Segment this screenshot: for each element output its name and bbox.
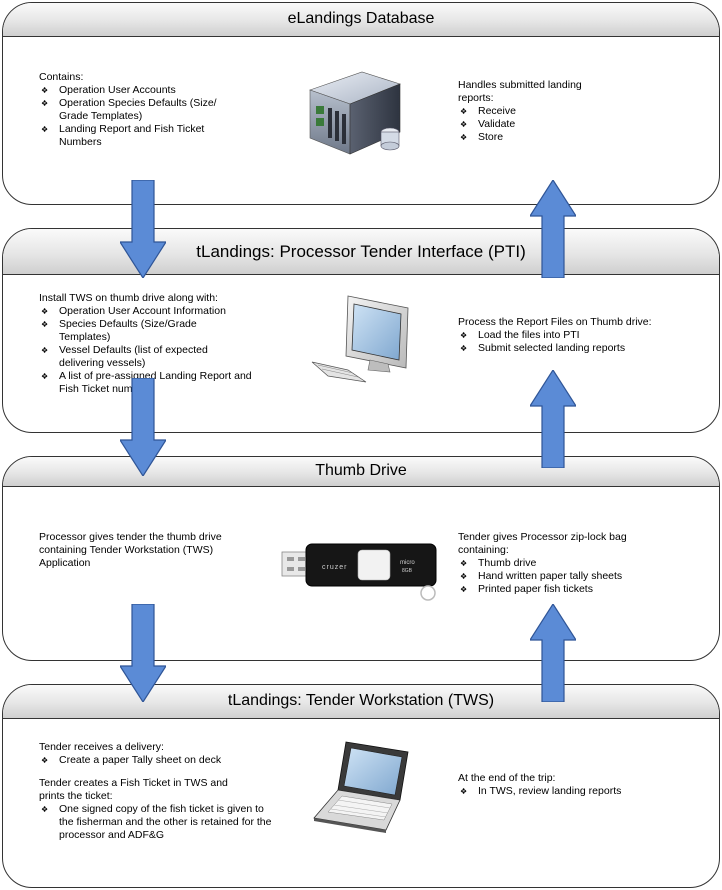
panel-left-text: Processor gives tender the thumb drive c…	[39, 531, 249, 570]
list-intro: Install TWS on thumb drive along with:	[39, 292, 218, 304]
list-item: Receive	[458, 105, 618, 118]
list-item: Vessel Defaults (list of expected delive…	[39, 344, 239, 370]
list-item: Validate	[458, 118, 618, 131]
arrow-up-icon	[530, 370, 576, 468]
bullet-list: Thumb drive Hand written paper tally she…	[458, 557, 658, 596]
desktop-computer-icon	[311, 295, 409, 383]
drive-capacity-label: 8GB	[402, 568, 413, 574]
list-intro: Handles submitted landing reports:	[458, 79, 582, 104]
list-item: Submit selected landing reports	[458, 342, 698, 355]
arrow-down-icon	[120, 604, 166, 702]
arrow-down-icon	[120, 180, 166, 278]
list-item: Store	[458, 131, 618, 144]
list-item: A list of pre-assigned Landing Report an…	[39, 370, 264, 396]
list-item: Hand written paper tally sheets	[458, 570, 658, 583]
panel-left-text: Contains: Operation User Accounts Operat…	[39, 71, 239, 149]
list-intro: Tender receives a delivery:	[39, 741, 164, 753]
bullet-list: Create a paper Tally sheet on deck	[39, 754, 274, 767]
list-item: Load the files into PTI	[458, 329, 698, 342]
panel-title: eLandings Database	[3, 3, 719, 37]
list-item: Printed paper fish tickets	[458, 583, 658, 596]
panel-left-text: Install TWS on thumb drive along with: O…	[39, 292, 279, 396]
arrow-down-icon	[120, 378, 166, 476]
drive-model-label: micro	[400, 560, 415, 566]
panel-title: tLandings: Processor Tender Interface (P…	[3, 229, 719, 275]
panel-title: tLandings: Tender Workstation (TWS)	[3, 685, 719, 719]
bullet-list: One signed copy of the fish ticket is gi…	[39, 803, 274, 842]
panel-title: Thumb Drive	[3, 457, 719, 487]
panel-right-text: At the end of the trip: In TWS, review l…	[458, 772, 658, 798]
list-intro: At the end of the trip:	[458, 772, 556, 784]
drive-brand-label: cruzer	[322, 564, 347, 571]
list-item: In TWS, review landing reports	[458, 785, 658, 798]
list-item: One signed copy of the fish ticket is gi…	[39, 803, 274, 842]
list-item: Create a paper Tally sheet on deck	[39, 754, 274, 767]
list-intro: Process the Report Files on Thumb drive:	[458, 316, 652, 328]
bullet-list: Operation User Accounts Operation Specie…	[39, 84, 239, 149]
list-item: Species Defaults (Size/Grade Templates)	[39, 318, 239, 344]
list-item: Operation User Account Information	[39, 305, 279, 318]
list-item: Thumb drive	[458, 557, 658, 570]
list-item: Landing Report and Fish Ticket Numbers	[39, 123, 239, 149]
arrow-up-icon	[530, 180, 576, 278]
bullet-list: Receive Validate Store	[458, 105, 618, 144]
list-intro: Contains:	[39, 71, 84, 83]
panel-right-text: Process the Report Files on Thumb drive:…	[458, 316, 698, 355]
bullet-list: Load the files into PTI Submit selected …	[458, 329, 698, 355]
list-intro: Tender creates a Fish Ticket in TWS and …	[39, 777, 228, 802]
list-intro: Processor gives tender the thumb drive c…	[39, 531, 222, 569]
list-intro: Tender gives Processor zip-lock bag cont…	[458, 531, 627, 556]
server-icon	[309, 71, 401, 155]
list-item: Operation Species Defaults (Size/ Grade …	[39, 97, 239, 123]
usb-drive-icon: cruzer micro 8GB	[281, 543, 437, 601]
panel-right-text: Tender gives Processor zip-lock bag cont…	[458, 531, 658, 596]
panel-right-text: Handles submitted landing reports: Recei…	[458, 79, 618, 144]
list-item: Operation User Accounts	[39, 84, 239, 97]
bullet-list: Operation User Account Information Speci…	[39, 305, 279, 396]
bullet-list: In TWS, review landing reports	[458, 785, 658, 798]
laptop-icon	[313, 741, 409, 833]
panel-left-text: Tender receives a delivery: Create a pap…	[39, 741, 274, 842]
arrow-up-icon	[530, 604, 576, 702]
